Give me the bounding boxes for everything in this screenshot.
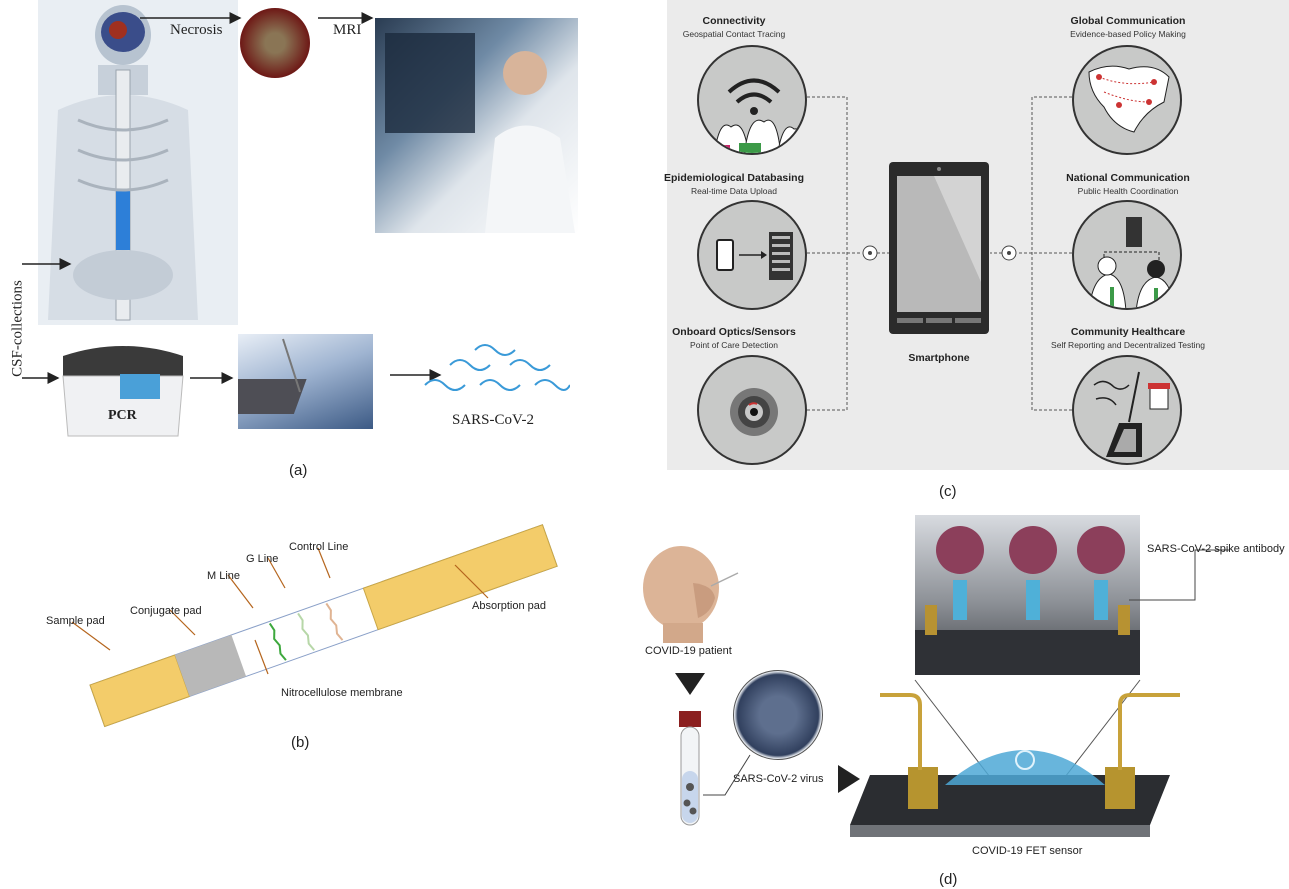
community-title: Community Healthcare bbox=[1070, 326, 1186, 338]
virus-rna-icon bbox=[424, 344, 570, 391]
m-line-label: M Line bbox=[207, 570, 241, 582]
patient-head bbox=[633, 543, 743, 643]
server-icon bbox=[697, 200, 807, 310]
down-arrow-icon bbox=[675, 673, 705, 695]
spine-illustration bbox=[38, 0, 238, 325]
mri-photo bbox=[375, 18, 578, 233]
mri-label: MRI bbox=[333, 22, 362, 38]
sample-pad-label: Sample pad bbox=[46, 615, 105, 627]
patient-label: COVID-19 patient bbox=[645, 645, 732, 657]
fet-sensor-device bbox=[850, 679, 1180, 837]
smartphone-label: Smartphone bbox=[908, 352, 970, 364]
membrane-label: Nitrocellulose membrane bbox=[281, 687, 403, 699]
panel-b: Sample pad Conjugate pad M Line G Line C… bbox=[0, 490, 600, 760]
fet-sensor-label: COVID-19 FET sensor bbox=[972, 845, 1083, 857]
csf-label: CSF-collections bbox=[9, 280, 26, 377]
caption-b: (b) bbox=[291, 734, 310, 751]
conjugate-pad-label: Conjugate pad bbox=[130, 605, 202, 617]
pcr-label: PCR bbox=[108, 408, 137, 423]
pcr-machine bbox=[58, 336, 188, 439]
antibody-label: SARS-CoV-2 spike antibody bbox=[1147, 543, 1285, 555]
control-line-label: Control Line bbox=[289, 541, 349, 553]
map-icon bbox=[1072, 45, 1182, 155]
necrosis-circle bbox=[240, 8, 310, 78]
panel-c: Connectivity Geospatial Contact Tracing … bbox=[664, 0, 1289, 500]
caption-a: (a) bbox=[289, 462, 308, 479]
sample-tube bbox=[677, 711, 703, 831]
necrosis-label: Necrosis bbox=[170, 22, 223, 38]
human-back-figure bbox=[48, 5, 198, 321]
databasing-title: Epidemiological Databasing bbox=[663, 172, 805, 184]
right-arrow-icon bbox=[838, 765, 860, 793]
panel-d: COVID-19 patient SARS-CoV-2 virus SARS-C… bbox=[625, 505, 1289, 889]
sars-virus-label: SARS-CoV-2 virus bbox=[733, 773, 824, 785]
community-subtitle: Self Reporting and Decentralized Testing bbox=[1051, 340, 1205, 350]
lateral-flow-strip bbox=[71, 524, 558, 728]
panel-a-arrows bbox=[22, 12, 442, 384]
caption-d: (d) bbox=[939, 871, 958, 888]
optics-title: Onboard Optics/Sensors bbox=[672, 326, 796, 338]
camera-lens-icon bbox=[697, 355, 807, 465]
antibody-zoom bbox=[915, 515, 1140, 675]
global-comm-title: Global Communication bbox=[1070, 15, 1186, 27]
national-comm-title: National Communication bbox=[1066, 172, 1190, 184]
virus-callout-line bbox=[703, 754, 751, 796]
caption-c: (c) bbox=[939, 483, 957, 500]
national-comm-subtitle: Public Health Coordination bbox=[1077, 186, 1179, 196]
absorption-pad-label: Absorption pad bbox=[472, 600, 546, 612]
g-line-label: G Line bbox=[246, 553, 279, 565]
connectivity-title: Connectivity bbox=[702, 15, 766, 27]
connectivity-subtitle: Geospatial Contact Tracing bbox=[682, 29, 786, 39]
sars-virus-circle bbox=[733, 670, 823, 760]
databasing-subtitle: Real-time Data Upload bbox=[691, 186, 777, 196]
doctors-icon bbox=[1072, 200, 1182, 310]
sars-label-a: SARS-CoV-2 bbox=[452, 412, 534, 428]
panel-a: Necrosis MRI CSF-collections PCR SARS-Co… bbox=[0, 0, 600, 480]
antibody-callout-line bbox=[1129, 549, 1230, 601]
smartphone-icon bbox=[889, 162, 989, 334]
panel-c-connectors bbox=[782, 96, 1072, 411]
wifi-icon bbox=[697, 45, 807, 155]
chip-photo bbox=[223, 334, 373, 429]
global-comm-subtitle: Evidence-based Policy Making bbox=[1070, 29, 1186, 39]
test-kit-icon bbox=[1072, 355, 1182, 465]
optics-subtitle: Point of Care Detection bbox=[690, 340, 778, 350]
